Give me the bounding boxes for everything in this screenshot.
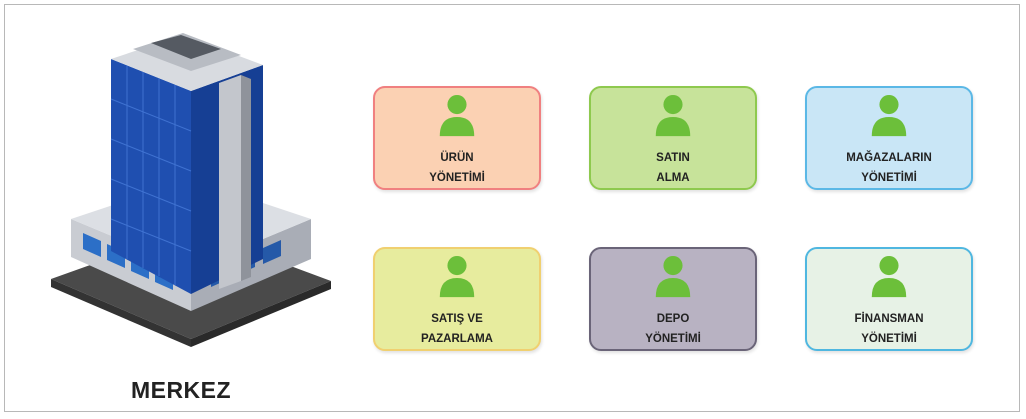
department-label-line2: YÖNETİMİ (861, 172, 917, 184)
department-card-depo-yonetimi: DEPO YÖNETİMİ (589, 247, 757, 351)
person-icon (439, 255, 475, 298)
department-card-satis-ve-pazarlama: SATIŞ VE PAZARLAMA (373, 247, 541, 351)
department-card-magazalarin-yonetimi: MAĞAZALARIN YÖNETİMİ (805, 86, 973, 190)
department-label: MAĞAZALARIN YÖNETİMİ (846, 148, 932, 188)
headquarters-building-icon (51, 33, 331, 347)
person-icon (655, 94, 691, 137)
department-card-satin-alma: SATIN ALMA (589, 86, 757, 190)
department-card-urun-yonetimi: ÜRÜN YÖNETİMİ (373, 86, 541, 190)
department-label: SATIN ALMA (656, 148, 690, 188)
person-icon (439, 94, 475, 137)
department-label: DEPO YÖNETİMİ (645, 309, 701, 349)
department-label-line1: MAĞAZALARIN (846, 152, 932, 164)
department-label-line2: YÖNETİMİ (429, 172, 485, 184)
person-icon (871, 255, 907, 298)
department-label-line1: SATIŞ VE (431, 313, 483, 325)
department-label-line1: DEPO (656, 313, 690, 325)
department-label-line2: PAZARLAMA (421, 333, 493, 345)
department-label-line2: ALMA (656, 172, 690, 184)
department-label: FİNANSMAN YÖNETİMİ (855, 309, 924, 349)
department-card-finansman-yonetimi: FİNANSMAN YÖNETİMİ (805, 247, 973, 351)
department-label: SATIŞ VE PAZARLAMA (421, 309, 493, 349)
department-label-line1: ÜRÜN (440, 152, 474, 164)
diagram-frame: MERKEZ ÜRÜN YÖNETİMİ SATIN ALMA MAĞAZALA… (4, 4, 1020, 412)
department-label-line1: FİNANSMAN (854, 313, 924, 325)
department-label-line2: YÖNETİMİ (861, 333, 917, 345)
person-icon (655, 255, 691, 298)
department-label-line2: YÖNETİMİ (645, 333, 701, 345)
person-icon (871, 94, 907, 137)
headquarters-label: MERKEZ (130, 377, 232, 403)
department-label: ÜRÜN YÖNETİMİ (429, 148, 485, 188)
department-label-line1: SATIN (656, 152, 690, 164)
